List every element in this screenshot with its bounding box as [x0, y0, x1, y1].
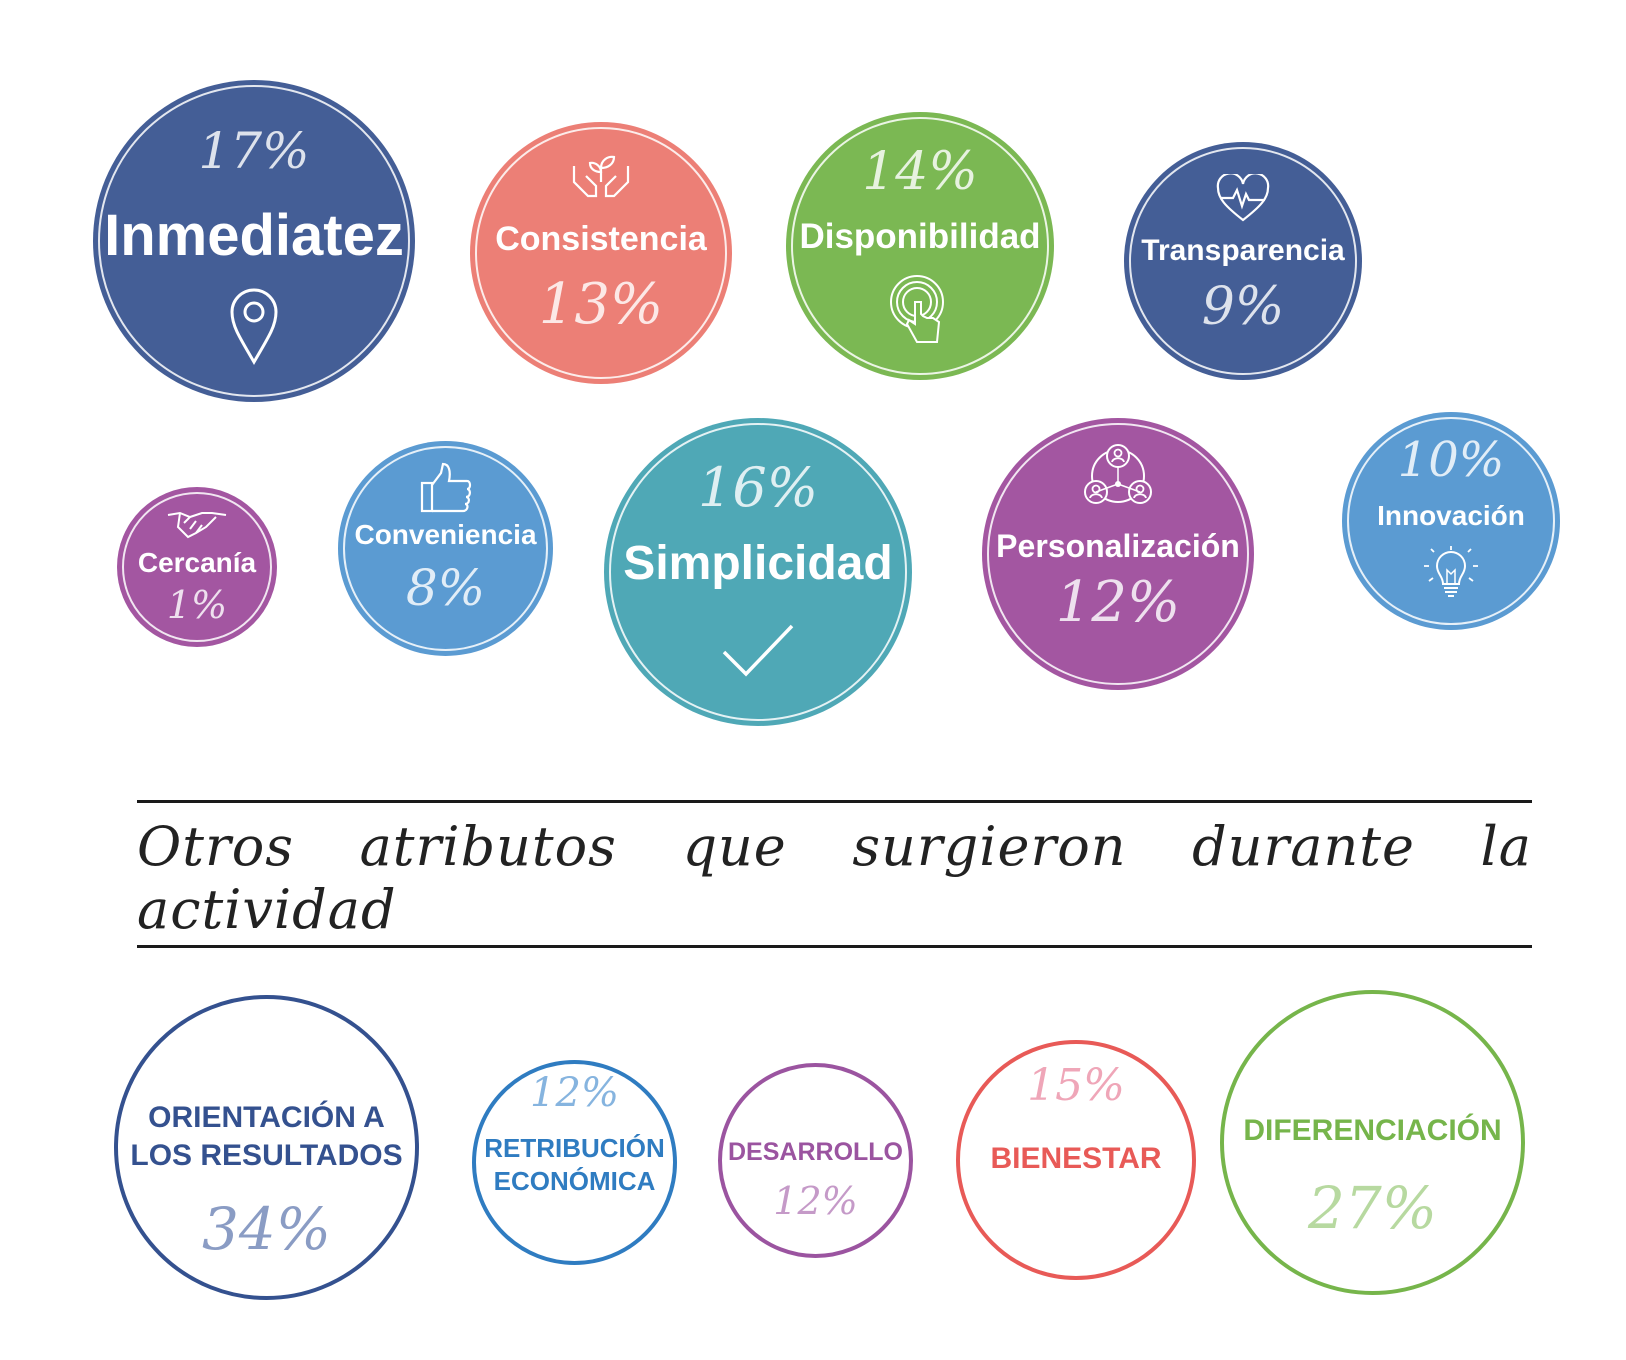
other-attribute-name-line2: LOS RESULTADOS	[130, 1138, 403, 1172]
attribute-name: Cercanía	[137, 547, 257, 578]
attribute-name: Transparencia	[1141, 234, 1345, 267]
lightbulb-icon	[1421, 544, 1481, 600]
attribute-name: Consistencia	[495, 220, 707, 258]
attribute-percent: 8%	[405, 559, 486, 617]
attribute-name: Personalización	[996, 528, 1240, 564]
attribute-name: Disponibilidad	[799, 217, 1041, 256]
other-attribute-percent: 27%	[1308, 1174, 1437, 1242]
attribute-bubble-consistencia: Consistencia 13%	[470, 122, 732, 384]
other-attribute-name: ORIENTACIÓN A LOS RESULTADOS	[118, 1099, 415, 1174]
attribute-percent: 1%	[166, 583, 228, 627]
attribute-percent: 13%	[538, 272, 664, 337]
other-attribute-bubble-desarrollo: DESARROLLO 12%	[718, 1063, 913, 1258]
attribute-bubble-conveniencia: Conveniencia 8%	[338, 441, 553, 656]
attribute-name: Conveniencia	[354, 519, 537, 550]
other-attribute-bubble-retribucion: 12% RETRIBUCIÓN ECONÓMICA	[472, 1060, 677, 1265]
divider-bottom	[137, 945, 1532, 948]
attribute-name: Simplicidad	[623, 537, 893, 590]
hands-plant-icon	[570, 152, 632, 202]
handshake-icon	[166, 505, 228, 541]
attribute-name: Inmediatez	[104, 203, 404, 268]
attribute-percent: 9%	[1201, 277, 1285, 337]
divider-top	[137, 800, 1532, 803]
attribute-bubble-innovacion: 10% Innovación	[1342, 412, 1560, 630]
other-attribute-name: DIFERENCIACIÓN	[1243, 1114, 1502, 1147]
other-attribute-name-line1: ORIENTACIÓN A	[148, 1101, 385, 1134]
attribute-bubble-transparencia: Transparencia 9%	[1124, 142, 1362, 380]
people-network-icon	[1080, 442, 1156, 510]
other-attribute-name-line1: RETRIBUCIÓN	[484, 1133, 665, 1163]
location-pin-icon	[228, 285, 280, 365]
touch-icon	[887, 274, 953, 346]
thumbs-up-icon	[419, 461, 473, 515]
attribute-percent: 16%	[697, 456, 819, 519]
other-attribute-name: BIENESTAR	[990, 1142, 1162, 1175]
attribute-bubble-simplicidad: 16% Simplicidad	[604, 418, 912, 726]
section-title: Otros atributos que surgieron durante la…	[137, 815, 1532, 941]
attribute-percent: 10%	[1397, 432, 1505, 488]
heartbeat-icon	[1215, 174, 1271, 224]
other-attribute-bubble-orientacion: ORIENTACIÓN A LOS RESULTADOS 34%	[114, 995, 419, 1300]
attribute-bubble-inmediatez: 17% Inmediatez	[93, 80, 415, 402]
attribute-bubble-disponibilidad: 14% Disponibilidad	[786, 112, 1054, 380]
attribute-name: Innovación	[1377, 500, 1525, 531]
attribute-bubble-personalizacion: Personalización 12%	[982, 418, 1254, 690]
other-attribute-name: RETRIBUCIÓN ECONÓMICA	[476, 1132, 673, 1197]
other-attribute-bubble-bienestar: 15% BIENESTAR	[956, 1040, 1196, 1280]
other-attribute-bubble-diferenciacion: DIFERENCIACIÓN 27%	[1220, 990, 1525, 1295]
other-attribute-name-line2: ECONÓMICA	[493, 1165, 656, 1196]
other-attribute-name: DESARROLLO	[728, 1138, 903, 1166]
other-attribute-percent: 15%	[1027, 1060, 1125, 1111]
attribute-percent: 17%	[198, 122, 310, 180]
attribute-bubble-cercania: Cercanía 1%	[117, 487, 277, 647]
other-attribute-percent: 12%	[530, 1070, 619, 1116]
attribute-percent: 12%	[1055, 570, 1181, 635]
attribute-percent: 14%	[862, 142, 978, 202]
checkmark-icon	[720, 622, 796, 680]
other-attribute-percent: 12%	[773, 1179, 858, 1223]
other-attribute-percent: 34%	[202, 1195, 331, 1263]
